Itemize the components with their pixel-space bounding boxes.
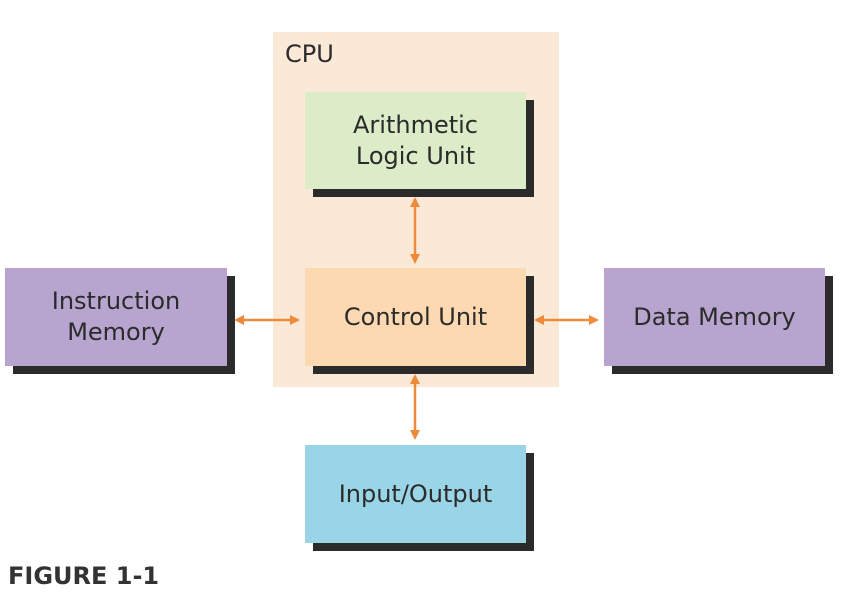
io-face: Input/Output	[305, 445, 526, 543]
io-label: Input/Output	[338, 479, 493, 508]
data-memory-box: Data Memory	[604, 268, 833, 374]
control-unit-box: Control Unit	[305, 268, 534, 374]
data-memory-face: Data Memory	[604, 268, 825, 366]
control-unit-face: Control Unit	[305, 268, 526, 366]
instruction-memory-box: Instruction Memory	[5, 268, 235, 374]
figure-caption: FIGURE 1-1	[8, 562, 160, 590]
alu-face: Arithmetic Logic Unit	[305, 92, 526, 189]
alu-label-line2: Logic Unit	[355, 141, 476, 170]
instruction-memory-label-line1: Instruction	[51, 287, 181, 315]
io-box: Input/Output	[305, 445, 534, 551]
control-unit-label: Control Unit	[343, 302, 488, 331]
instruction-memory-face: Instruction Memory	[5, 268, 227, 366]
cpu-label: CPU	[285, 40, 334, 68]
alu-box: Arithmetic Logic Unit	[305, 92, 534, 197]
data-memory-label: Data Memory	[633, 302, 796, 331]
instruction-memory-label-line2: Memory	[67, 318, 165, 346]
alu-label-line1: Arithmetic	[353, 110, 478, 139]
